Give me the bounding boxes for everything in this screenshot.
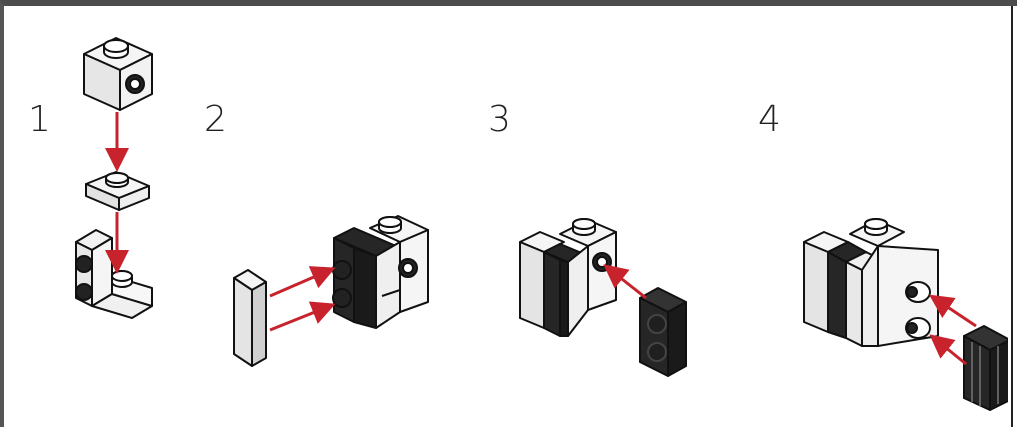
brick-1x1-side-stud	[84, 38, 152, 110]
assembly-step-3	[520, 219, 616, 336]
step-2-illustration	[234, 216, 428, 366]
assembly-step-2	[333, 216, 428, 328]
step-3-illustration	[520, 219, 686, 376]
step-4-arrow-top	[934, 298, 976, 326]
grille-tile-1x2	[964, 326, 1010, 410]
assembly-step-4	[804, 219, 938, 346]
tile-1x2-flat	[234, 270, 266, 366]
plate-1x1	[86, 172, 149, 210]
step-2-arrow-top	[270, 270, 330, 296]
step-1-illustration	[76, 38, 152, 318]
build-diagram	[4, 6, 1017, 427]
step-2-arrow-bottom	[270, 306, 330, 330]
step-4-illustration	[804, 219, 1010, 410]
tile-1x2-dark	[640, 288, 686, 376]
bracket-1x2	[76, 230, 152, 318]
step-4-arrow-bottom	[934, 338, 966, 364]
